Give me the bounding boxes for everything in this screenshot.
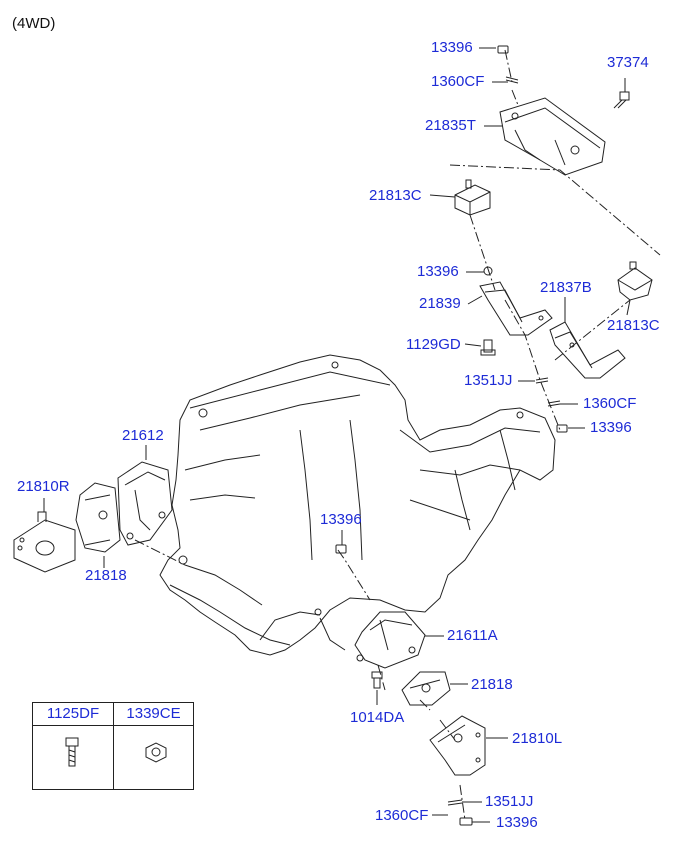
label-1014da: 1014DA	[350, 709, 405, 726]
insulator-21818-left	[75, 482, 121, 553]
bracket-21835t	[499, 97, 606, 176]
label-21611a: 21611A	[447, 627, 498, 644]
label-21612: 21612	[122, 427, 164, 444]
bracket-21837b	[549, 321, 626, 379]
bracket-21810l	[429, 715, 486, 776]
nut-13396-top	[497, 45, 519, 84]
label-21810l: 21810L	[512, 730, 563, 747]
label-13396: 13396	[496, 814, 538, 831]
washer-1360cf-mid	[547, 400, 561, 407]
bolt-37374	[613, 91, 630, 109]
label-21818: 21818	[85, 567, 127, 584]
diagram-title: (4WD)	[12, 15, 56, 32]
bolt-1129gd	[480, 339, 496, 356]
bolt-1014da	[371, 671, 383, 689]
mount-21813c-right	[617, 261, 653, 301]
washer-1351jj-upper	[535, 377, 549, 384]
label-21818: 21818	[471, 676, 513, 693]
label-21835t: 21835T	[425, 117, 476, 134]
bracket-21611a	[354, 611, 426, 669]
label-21813c: 21813C	[369, 187, 422, 204]
nut-icon	[145, 742, 167, 763]
nut-13396-right	[556, 424, 568, 433]
legend-divider-vertical	[113, 703, 114, 789]
label-1360cf: 1360CF	[583, 395, 637, 412]
legend-header-1339ce: 1339CE	[126, 705, 181, 722]
legend-table: 1125DF 1339CE	[32, 702, 194, 790]
label-leaders	[43, 47, 631, 823]
insulator-21818-lower	[401, 671, 451, 706]
label-37374: 37374	[607, 54, 649, 71]
label-1360cf: 1360CF	[431, 73, 485, 90]
legend-divider-horizontal	[33, 725, 193, 726]
engine-block	[159, 354, 556, 656]
bolt-icon	[65, 737, 79, 767]
legend-header-1125df: 1125DF	[46, 705, 100, 722]
nut-13396-bottom	[459, 817, 473, 826]
label-13396: 13396	[320, 511, 362, 528]
bracket-21839	[479, 281, 553, 336]
bracket-21612	[117, 461, 173, 546]
bracket-21810r	[13, 511, 76, 573]
label-13396: 13396	[431, 39, 473, 56]
mount-21813c-upper	[454, 179, 491, 216]
nut-13396-mid	[483, 266, 493, 276]
label-21839: 21839	[419, 295, 461, 312]
label-13396: 13396	[590, 419, 632, 436]
label-1351jj: 1351JJ	[464, 372, 513, 389]
label-21837b: 21837B	[540, 279, 592, 296]
label-1360cf: 1360CF	[375, 807, 429, 824]
label-13396: 13396	[417, 263, 459, 280]
label-21810r: 21810R	[17, 478, 70, 495]
nut-13396-centre	[335, 544, 347, 554]
label-1129gd: 1129GD	[406, 336, 461, 353]
label-21813c: 21813C	[607, 317, 660, 334]
washer-1360cf-bottom	[447, 799, 463, 806]
label-1351jj: 1351JJ	[485, 793, 534, 810]
leader-lines	[134, 49, 661, 821]
